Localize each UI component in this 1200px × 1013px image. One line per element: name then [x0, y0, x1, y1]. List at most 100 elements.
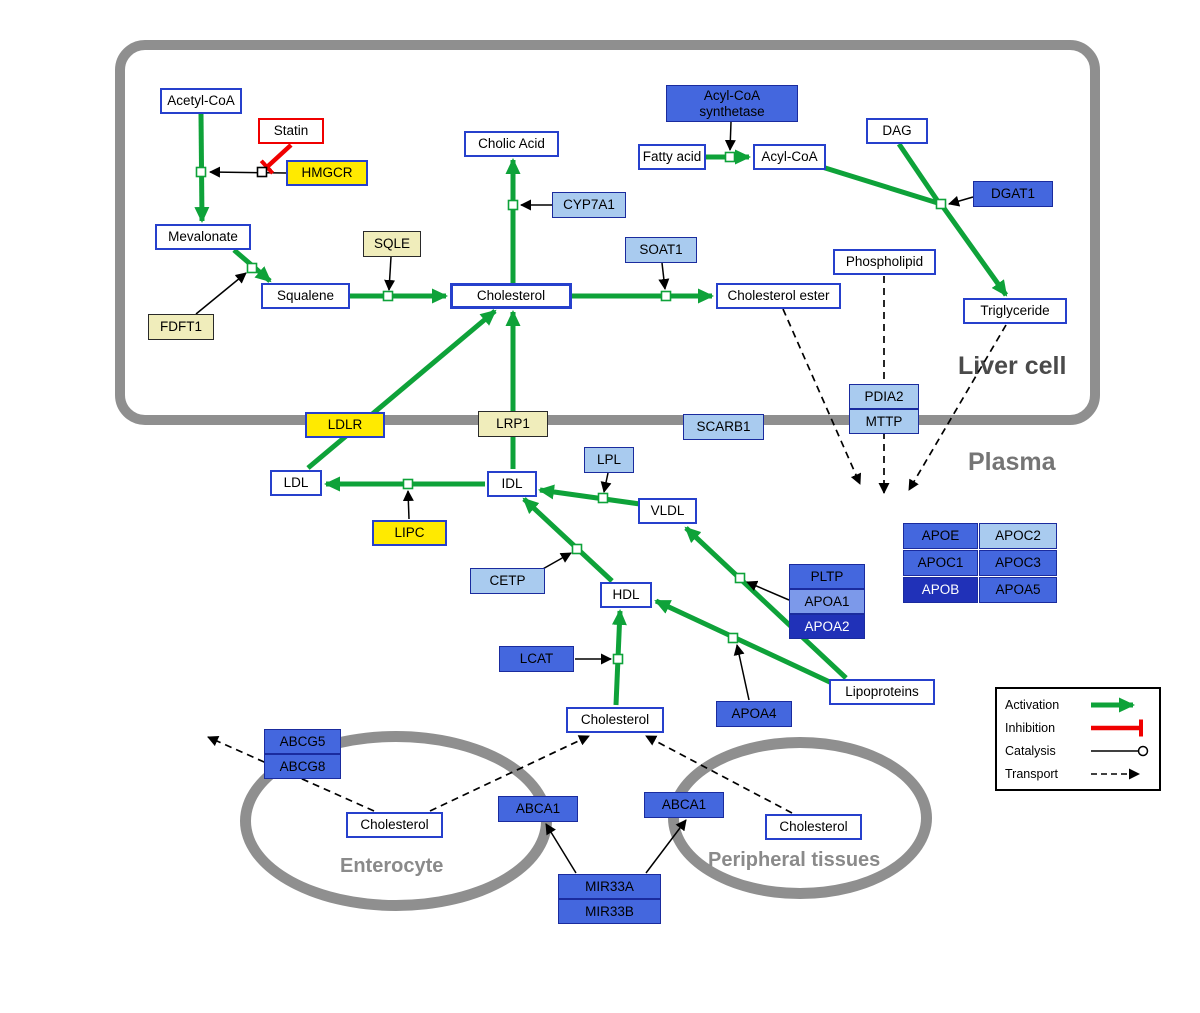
- reaction-junction: [612, 653, 624, 665]
- node-abcg5[interactable]: ABCG5: [264, 729, 341, 754]
- reaction-junction: [734, 572, 746, 584]
- transport-dashed-arrow-icon: [1091, 768, 1140, 779]
- edge-catalysis-20: [658, 262, 670, 290]
- node-hmgcr[interactable]: HMGCR: [286, 160, 368, 186]
- legend: Activation Inhibition Catalysis Transpor…: [995, 687, 1161, 791]
- edge-catalysis-30: [645, 819, 687, 874]
- edge-catalysis-24: [600, 472, 612, 493]
- edge-catalysis-23: [402, 490, 414, 520]
- reaction-junction: [727, 632, 739, 644]
- legend-transport-label: Transport: [1005, 766, 1059, 781]
- node-fdft1[interactable]: FDFT1: [148, 314, 214, 340]
- node-pdia2[interactable]: PDIA2: [849, 384, 919, 409]
- node-cholesterol-plasma[interactable]: Cholesterol: [566, 707, 664, 733]
- node-lcat[interactable]: LCAT: [499, 646, 574, 672]
- node-mttp[interactable]: MTTP: [849, 409, 919, 434]
- node-sqle[interactable]: SQLE: [363, 231, 421, 257]
- node-vldl[interactable]: VLDL: [638, 498, 697, 524]
- node-squalene[interactable]: Squalene: [261, 283, 350, 309]
- node-ldlr[interactable]: LDLR: [305, 412, 385, 438]
- reaction-junction: [724, 151, 736, 163]
- node-acyl-coa-synthetase[interactable]: Acyl-CoA synthetase: [666, 85, 798, 122]
- legend-inhibition-label: Inhibition: [1005, 720, 1056, 735]
- legend-row-catalysis: Catalysis: [1005, 742, 1151, 760]
- node-acyl-coa[interactable]: Acyl-CoA: [753, 144, 826, 170]
- node-apoc3[interactable]: APOC3: [979, 550, 1057, 576]
- node-pltp[interactable]: PLTP: [789, 564, 865, 589]
- node-hdl[interactable]: HDL: [600, 582, 652, 608]
- node-cholesterol-ester[interactable]: Cholesterol ester: [716, 283, 841, 309]
- reaction-junction: [660, 290, 672, 302]
- node-abca1-left[interactable]: ABCA1: [498, 796, 578, 822]
- edge-catalysis-25: [540, 552, 572, 571]
- node-cholesterol-liver[interactable]: Cholesterol: [450, 283, 572, 309]
- edge-catalysis-16: [209, 166, 287, 178]
- node-dgat1[interactable]: DGAT1: [973, 181, 1053, 207]
- edge-activation-11: [538, 484, 641, 507]
- activation-arrow-icon: [1091, 697, 1135, 712]
- node-apoc1[interactable]: APOC1: [903, 550, 978, 576]
- node-cetp[interactable]: CETP: [470, 568, 545, 594]
- legend-row-activation: Activation: [1005, 696, 1151, 714]
- reaction-junction: [571, 543, 583, 555]
- edge-activation-13: [654, 598, 836, 687]
- node-apoa4[interactable]: APOA4: [716, 701, 792, 727]
- edge-catalysis-27: [746, 580, 790, 601]
- node-cyp7a1[interactable]: CYP7A1: [552, 192, 626, 218]
- node-idl[interactable]: IDL: [487, 471, 537, 497]
- liver-cell-compartment: [115, 40, 1100, 425]
- node-cholesterol-enterocyte[interactable]: Cholesterol: [346, 812, 443, 838]
- node-scarb1[interactable]: SCARB1: [683, 414, 764, 440]
- node-abca1-right[interactable]: ABCA1: [644, 792, 724, 818]
- reaction-junction: [597, 492, 609, 504]
- node-apoa2[interactable]: APOA2: [789, 614, 865, 639]
- node-apoa5[interactable]: APOA5: [979, 577, 1057, 603]
- node-acetyl-coa[interactable]: Acetyl-CoA: [160, 88, 242, 114]
- edge-activation-14: [684, 526, 848, 680]
- node-apob[interactable]: APOB: [903, 577, 978, 603]
- legend-row-inhibition: Inhibition: [1005, 719, 1151, 737]
- catalysis-circle-icon: [1091, 745, 1149, 756]
- edge-catalysis-28: [733, 644, 750, 701]
- edge-catalysis-22: [948, 195, 974, 207]
- node-cholesterol-peripheral[interactable]: Cholesterol: [765, 814, 862, 840]
- node-triglyceride[interactable]: Triglyceride: [963, 298, 1067, 324]
- edge-inhibition-31: [259, 143, 293, 175]
- node-dag[interactable]: DAG: [866, 118, 928, 144]
- node-apoc2[interactable]: APOC2: [979, 523, 1057, 549]
- node-mir33b[interactable]: MIR33B: [558, 899, 661, 924]
- node-lpl[interactable]: LPL: [584, 447, 634, 473]
- node-mevalonate[interactable]: Mevalonate: [155, 224, 251, 250]
- legend-catalysis-label: Catalysis: [1005, 743, 1056, 758]
- reaction-junction: [507, 199, 519, 211]
- node-apoa1[interactable]: APOA1: [789, 589, 865, 614]
- node-statin[interactable]: Statin: [258, 118, 324, 144]
- edge-catalysis-18: [384, 256, 396, 291]
- edge-transport-34: [908, 324, 1007, 491]
- plasma-label: Plasma: [968, 448, 1056, 476]
- node-phospholipid[interactable]: Phospholipid: [833, 249, 936, 275]
- node-apoe[interactable]: APOE: [903, 523, 978, 549]
- edge-join-7: [896, 142, 940, 202]
- reaction-junction: [935, 198, 947, 210]
- node-mir33a[interactable]: MIR33A: [558, 874, 661, 899]
- liver-cell-label: Liver cell: [958, 352, 1067, 380]
- node-lrp1[interactable]: LRP1: [478, 411, 548, 437]
- reaction-junction: [246, 262, 258, 274]
- edge-catalysis-17: [195, 272, 247, 315]
- enterocyte-label: Enterocyte: [340, 855, 444, 877]
- peripheral-tissues-label: Peripheral tissues: [708, 849, 881, 871]
- reaction-junction: [402, 478, 414, 490]
- node-abcg8[interactable]: ABCG8: [264, 754, 341, 779]
- node-soat1[interactable]: SOAT1: [625, 237, 697, 263]
- legend-activation-label: Activation: [1005, 697, 1060, 712]
- node-fatty-acid[interactable]: Fatty acid: [638, 144, 706, 170]
- node-cholic-acid[interactable]: Cholic Acid: [464, 131, 559, 157]
- node-lipoproteins[interactable]: Lipoproteins: [829, 679, 935, 705]
- node-ldl[interactable]: LDL: [270, 470, 322, 496]
- edge-catalysis-29: [545, 823, 577, 874]
- node-lipc[interactable]: LIPC: [372, 520, 447, 546]
- inhibition-tee-icon: [1091, 719, 1143, 736]
